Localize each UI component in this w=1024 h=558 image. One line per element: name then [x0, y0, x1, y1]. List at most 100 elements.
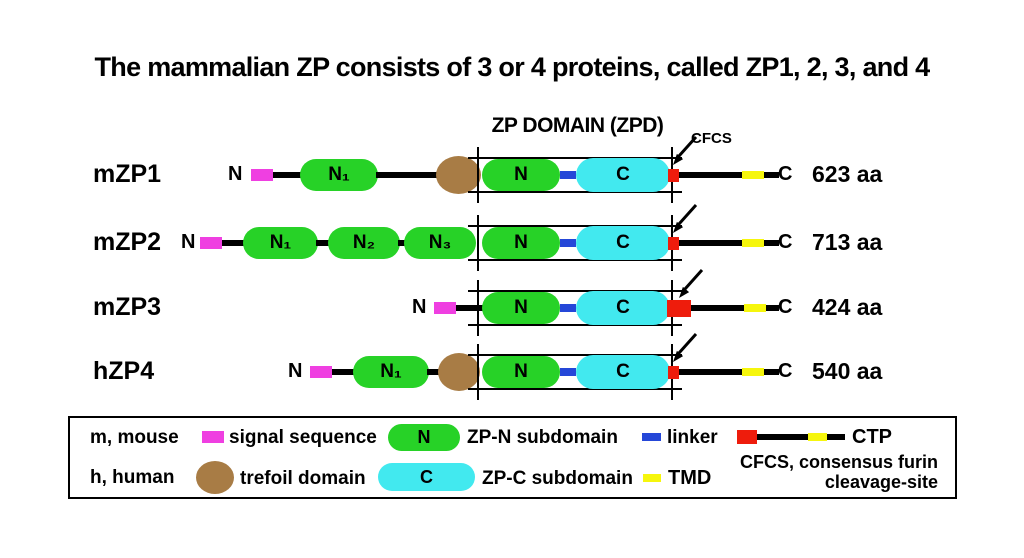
legend-linker-swatch	[642, 433, 661, 441]
legend-cfcs-note-line2: cleavage-site	[824, 472, 938, 492]
ctp-backbone	[679, 172, 779, 178]
zpd-frame-line	[477, 215, 479, 271]
protein-name: mZP3	[93, 293, 162, 321]
figure-title: The mammalian ZP consists of 3 or 4 prot…	[94, 52, 931, 82]
cfcs-arrow	[673, 203, 698, 233]
zp-c-subdomain: C	[576, 158, 670, 192]
backbone-segment	[376, 172, 438, 178]
n-terminus-label: N	[288, 360, 303, 382]
legend-zpn-label: ZP-N subdomain	[467, 427, 618, 448]
cfcs-site-box	[668, 169, 679, 182]
legend-zpn-swatch: N	[388, 424, 460, 451]
zpn2-domain: N₂	[328, 227, 400, 259]
backbone-segment	[456, 305, 484, 311]
signal-sequence-box	[251, 169, 273, 181]
cfcs-arrow	[673, 135, 698, 165]
zpd-frame-line	[468, 388, 682, 390]
zpd-frame-line	[477, 147, 479, 203]
backbone-segment	[273, 172, 302, 178]
zp-n-subdomain: N	[482, 292, 560, 324]
signal-sequence-box	[310, 366, 332, 378]
zpd-frame-line	[468, 290, 682, 292]
cfcs-site-box	[667, 300, 691, 317]
zpd-frame-line	[468, 324, 682, 326]
legend-tmd-swatch	[643, 474, 661, 482]
zpn1-domain: N₁	[300, 159, 378, 191]
protein-name: mZP2	[93, 228, 162, 256]
n-terminus-label: N	[181, 231, 196, 253]
ctp-backbone	[691, 305, 779, 311]
legend-trefoil-label: trefoil domain	[240, 468, 366, 489]
legend-trefoil-swatch	[196, 461, 234, 494]
aa-length: 713 aa	[812, 229, 883, 255]
zp-c-subdomain: C	[576, 226, 670, 260]
tmd-segment	[742, 171, 764, 179]
cfcs-arrow	[673, 332, 698, 362]
zpd-frame-line	[468, 225, 682, 227]
aa-length: 540 aa	[812, 358, 883, 384]
n-terminus-label: N	[228, 163, 243, 185]
tmd-segment	[742, 368, 764, 376]
zp-c-subdomain: C	[576, 355, 670, 389]
zp-n-subdomain: N	[482, 159, 560, 191]
legend-cfcs-note-line1: CFCS, consensus furin	[739, 452, 938, 472]
legend-signal-swatch	[202, 431, 224, 443]
c-terminus-label: C	[778, 296, 793, 318]
trefoil-domain-shape	[436, 156, 481, 194]
legend-human-label: h, human	[90, 467, 175, 488]
legend-ctp-red	[737, 430, 757, 444]
backbone-segment	[316, 240, 330, 246]
legend-linker-label: linker	[667, 427, 718, 448]
c-terminus-label: C	[778, 163, 793, 185]
cfcs-site-box	[668, 366, 679, 379]
protein-name: mZP1	[93, 160, 162, 188]
legend-box	[68, 416, 957, 499]
backbone-segment	[222, 240, 245, 246]
linker-segment	[560, 304, 576, 312]
legend-zpc-label: ZP-C subdomain	[482, 468, 633, 489]
linker-segment	[560, 368, 576, 376]
tmd-segment	[742, 239, 764, 247]
legend-cfcs-note: CFCS, consensus furin cleavage-site	[728, 452, 938, 492]
ctp-backbone	[679, 240, 779, 246]
backbone-segment	[398, 240, 406, 246]
aa-length: 424 aa	[812, 294, 883, 320]
signal-sequence-box	[434, 302, 456, 314]
cfcs-label: CFCS	[691, 130, 732, 147]
legend-mouse-label: m, mouse	[90, 427, 179, 448]
tmd-segment	[744, 304, 766, 312]
aa-length: 623 aa	[812, 161, 883, 187]
legend-ctp-line	[757, 434, 808, 440]
cfcs-arrow	[679, 268, 704, 298]
trefoil-domain-shape	[438, 353, 480, 391]
backbone-segment	[332, 369, 355, 375]
c-terminus-label: C	[778, 360, 793, 382]
linker-segment	[560, 171, 576, 179]
zpn3-domain: N₃	[404, 227, 476, 259]
cfcs-site-box	[668, 237, 679, 250]
zp-domain-header: ZP DOMAIN (ZPD)	[491, 114, 664, 137]
legend-tmd-label: TMD	[668, 467, 712, 489]
n-terminus-label: N	[412, 296, 427, 318]
signal-sequence-box	[200, 237, 222, 249]
zp-n-subdomain: N	[482, 356, 560, 388]
zpd-frame-line	[468, 191, 682, 193]
legend-ctp-label: CTP	[852, 426, 892, 448]
zpd-frame-line	[468, 157, 682, 159]
zpd-frame-line	[477, 280, 479, 336]
legend-ctp-yellow	[808, 433, 827, 441]
zpn1-domain: N₁	[243, 227, 318, 259]
linker-segment	[560, 239, 576, 247]
zpd-frame-line	[477, 344, 479, 400]
c-terminus-label: C	[778, 231, 793, 253]
backbone-segment	[427, 369, 440, 375]
ctp-backbone	[679, 369, 779, 375]
zp-c-subdomain: C	[576, 291, 670, 325]
legend-zpc-swatch: C	[378, 463, 475, 491]
zpd-frame-line	[468, 259, 682, 261]
zp-n-subdomain: N	[482, 227, 560, 259]
legend-signal-label: signal sequence	[229, 427, 377, 448]
zpn1-domain: N₁	[353, 356, 429, 388]
protein-name: hZP4	[93, 357, 155, 385]
